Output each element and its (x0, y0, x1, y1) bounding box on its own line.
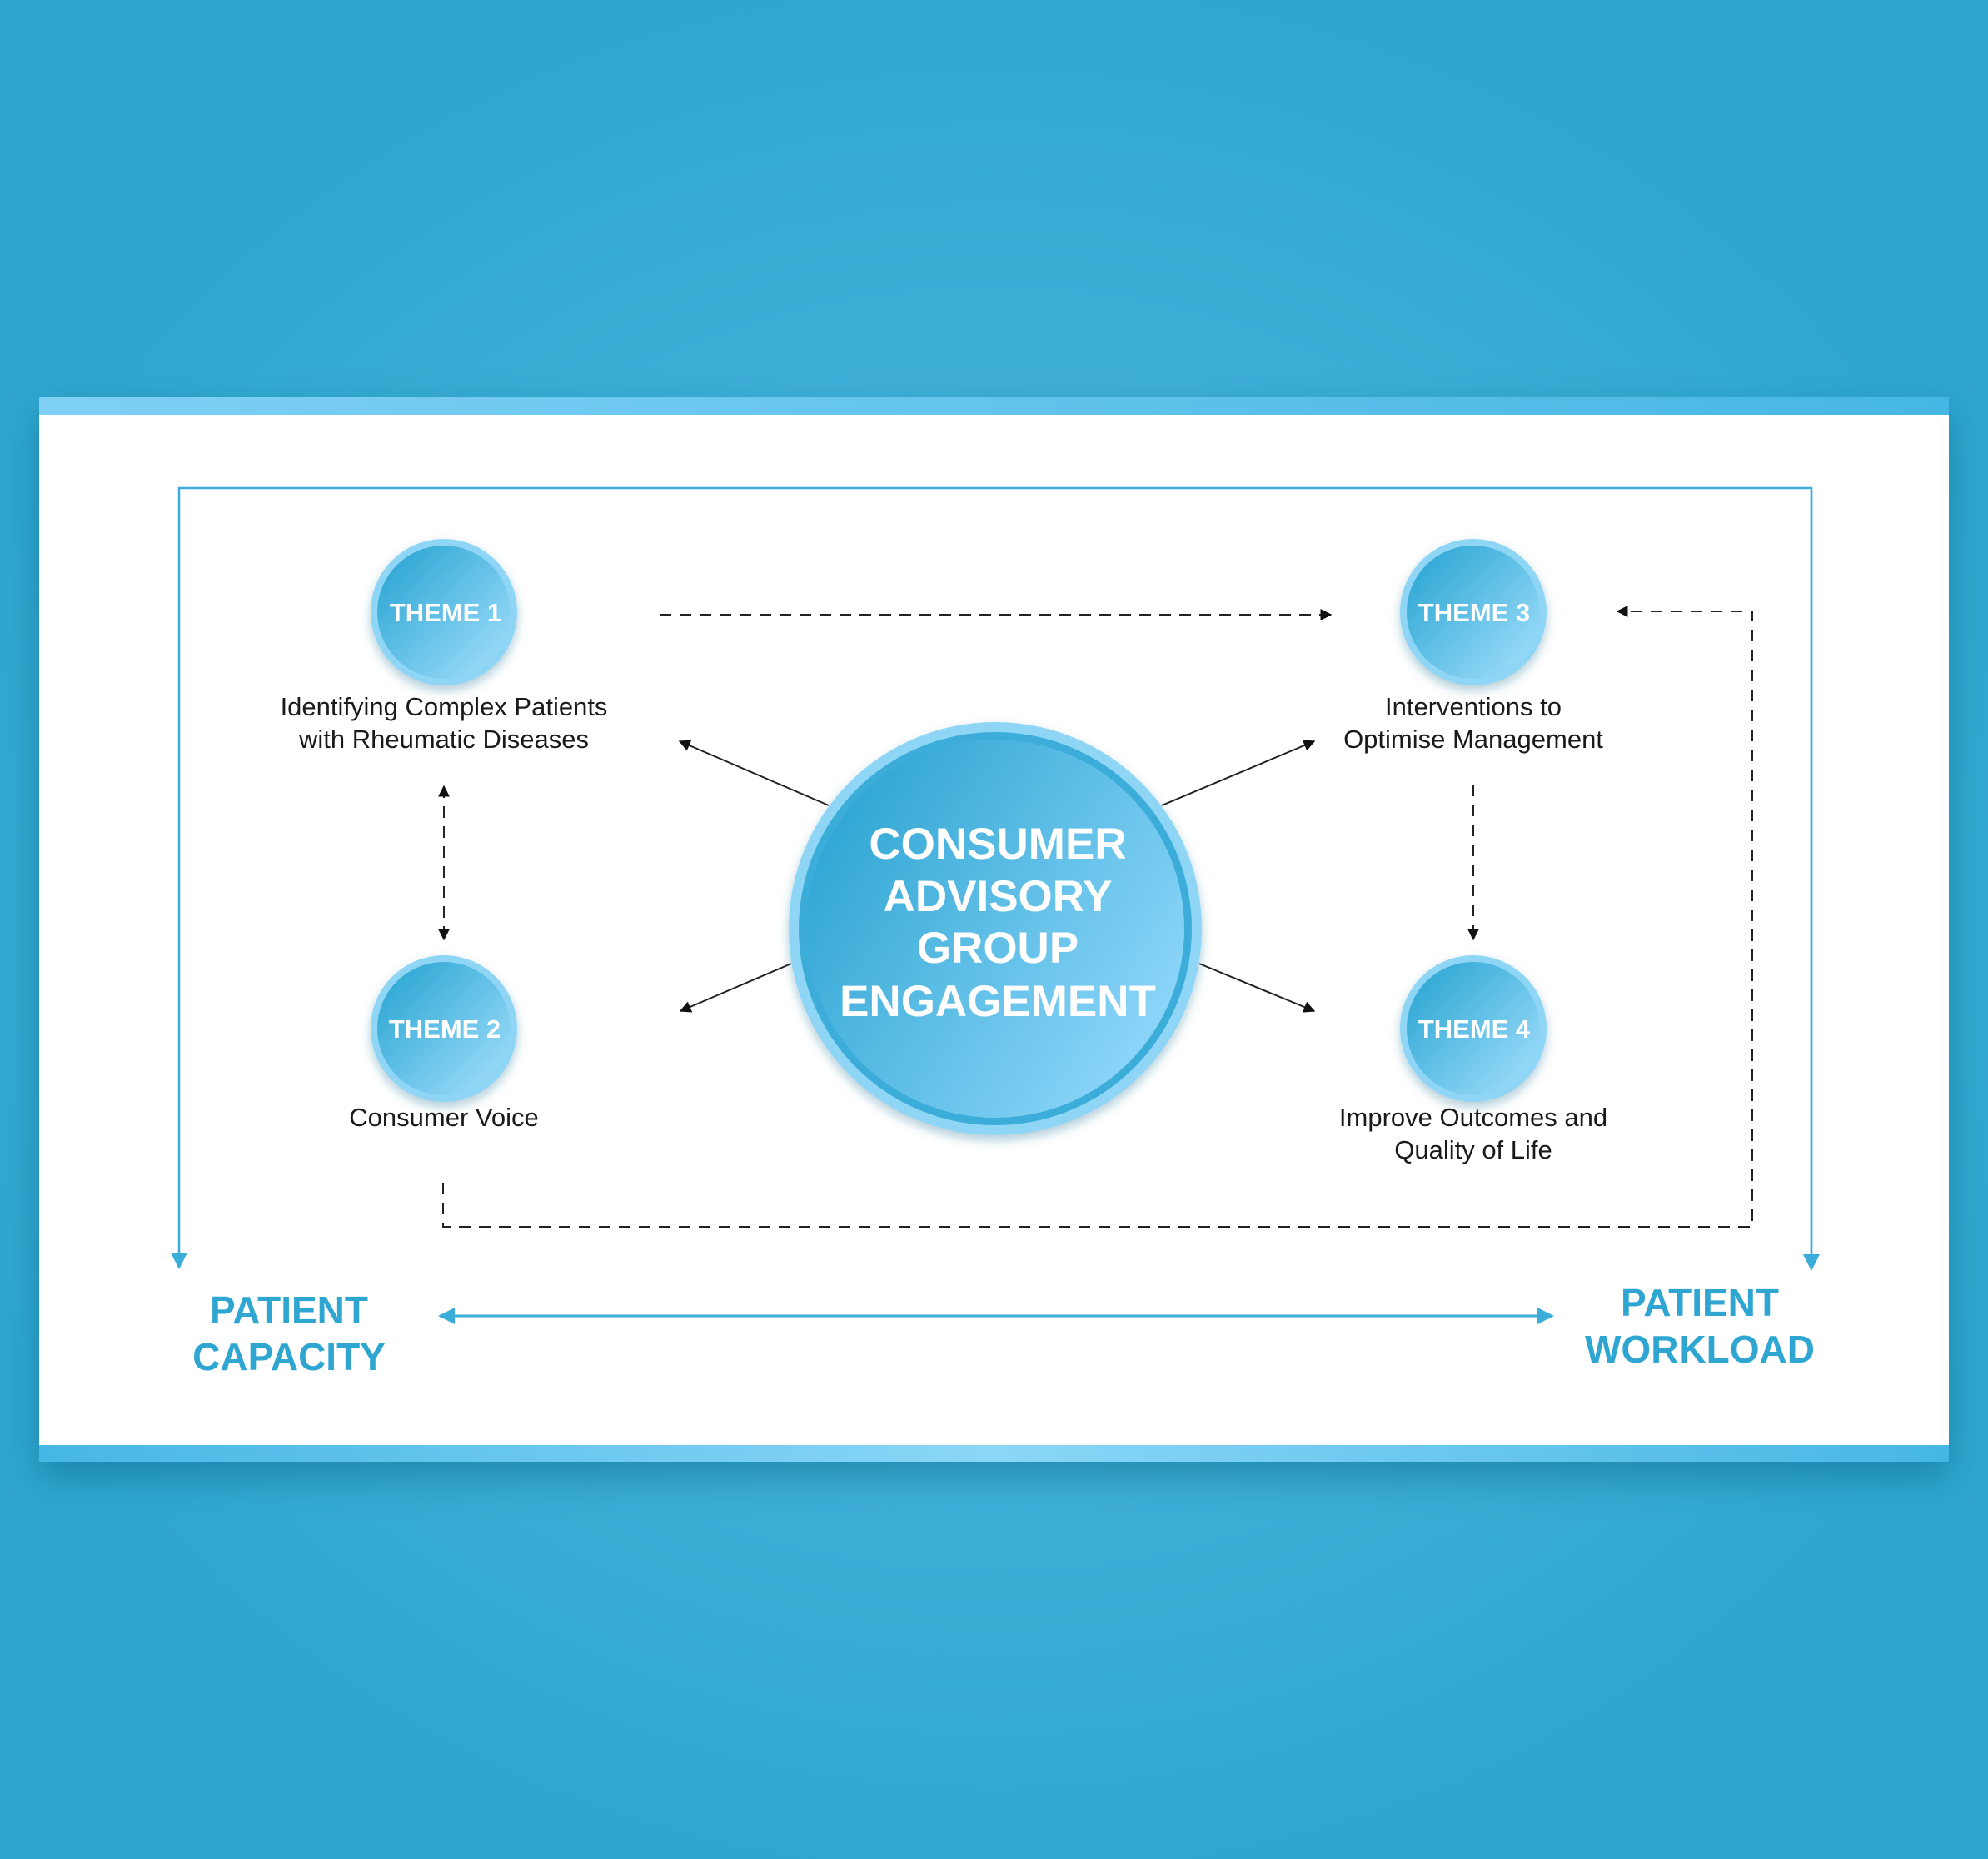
patient-capacity-line-1: PATIENT (210, 1288, 368, 1332)
theme-1-circle (377, 546, 511, 679)
theme-3-circle (1407, 546, 1540, 679)
patient-workload-line-1: PATIENT (1621, 1281, 1779, 1324)
center-to-theme3-arrow (1161, 740, 1316, 806)
center-node: CONSUMER ADVISORY GROUP ENGAGEMENT (789, 722, 1202, 1135)
center-title-line-4: ENGAGEMENT (840, 977, 1156, 1026)
theme-3-label: THEME 3 (1418, 598, 1530, 627)
theme-2-circle (377, 962, 511, 1095)
center-to-theme2-arrow (679, 963, 792, 1013)
patient-capacity-label: PATIENT CAPACITY (192, 1288, 386, 1378)
theme-4-circle (1407, 962, 1540, 1095)
theme-1-description-line-2: with Rheumatic Diseases (298, 725, 589, 754)
theme-2-label: THEME 2 (389, 1014, 501, 1044)
theme-4-description-line-1: Improve Outcomes and (1339, 1103, 1607, 1132)
theme-4-label: THEME 4 (1418, 1014, 1531, 1044)
center-title-line-3: GROUP (917, 924, 1079, 973)
center-title-line-2: ADVISORY (884, 872, 1113, 921)
theme-1-description-line-1: Identifying Complex Patients (281, 692, 608, 721)
theme-3-node: THEME 3 Interventions to Optimise Manage… (1343, 539, 1603, 754)
patient-capacity-line-2: CAPACITY (192, 1335, 386, 1378)
theme-2-node: THEME 2 Consumer Voice (349, 955, 539, 1132)
card-bottom-bar (39, 1445, 1949, 1462)
theme2-to-theme3-dashed-loop (442, 606, 1753, 1228)
theme-2-description-line-1: Consumer Voice (349, 1103, 538, 1132)
center-title-line-1: CONSUMER (869, 820, 1126, 869)
patient-workload-line-2: WORKLOAD (1585, 1328, 1815, 1371)
theme-1-node: THEME 1 Identifying Complex Patients wit… (281, 539, 608, 754)
theme-4-description-line-2: Quality of Life (1394, 1135, 1552, 1164)
center-circle (806, 740, 1184, 1118)
theme-3-description-line-2: Optimise Management (1343, 725, 1603, 754)
theme-4-node: THEME 4 Improve Outcomes and Quality of … (1339, 955, 1607, 1164)
theme-3-description-line-1: Interventions to (1385, 692, 1562, 721)
card-top-bar (39, 397, 1949, 415)
center-to-theme4-arrow (1198, 963, 1316, 1013)
patient-workload-label: PATIENT WORKLOAD (1585, 1281, 1815, 1371)
theme-1-label: THEME 1 (390, 598, 501, 627)
center-to-theme1-arrow (678, 740, 830, 806)
